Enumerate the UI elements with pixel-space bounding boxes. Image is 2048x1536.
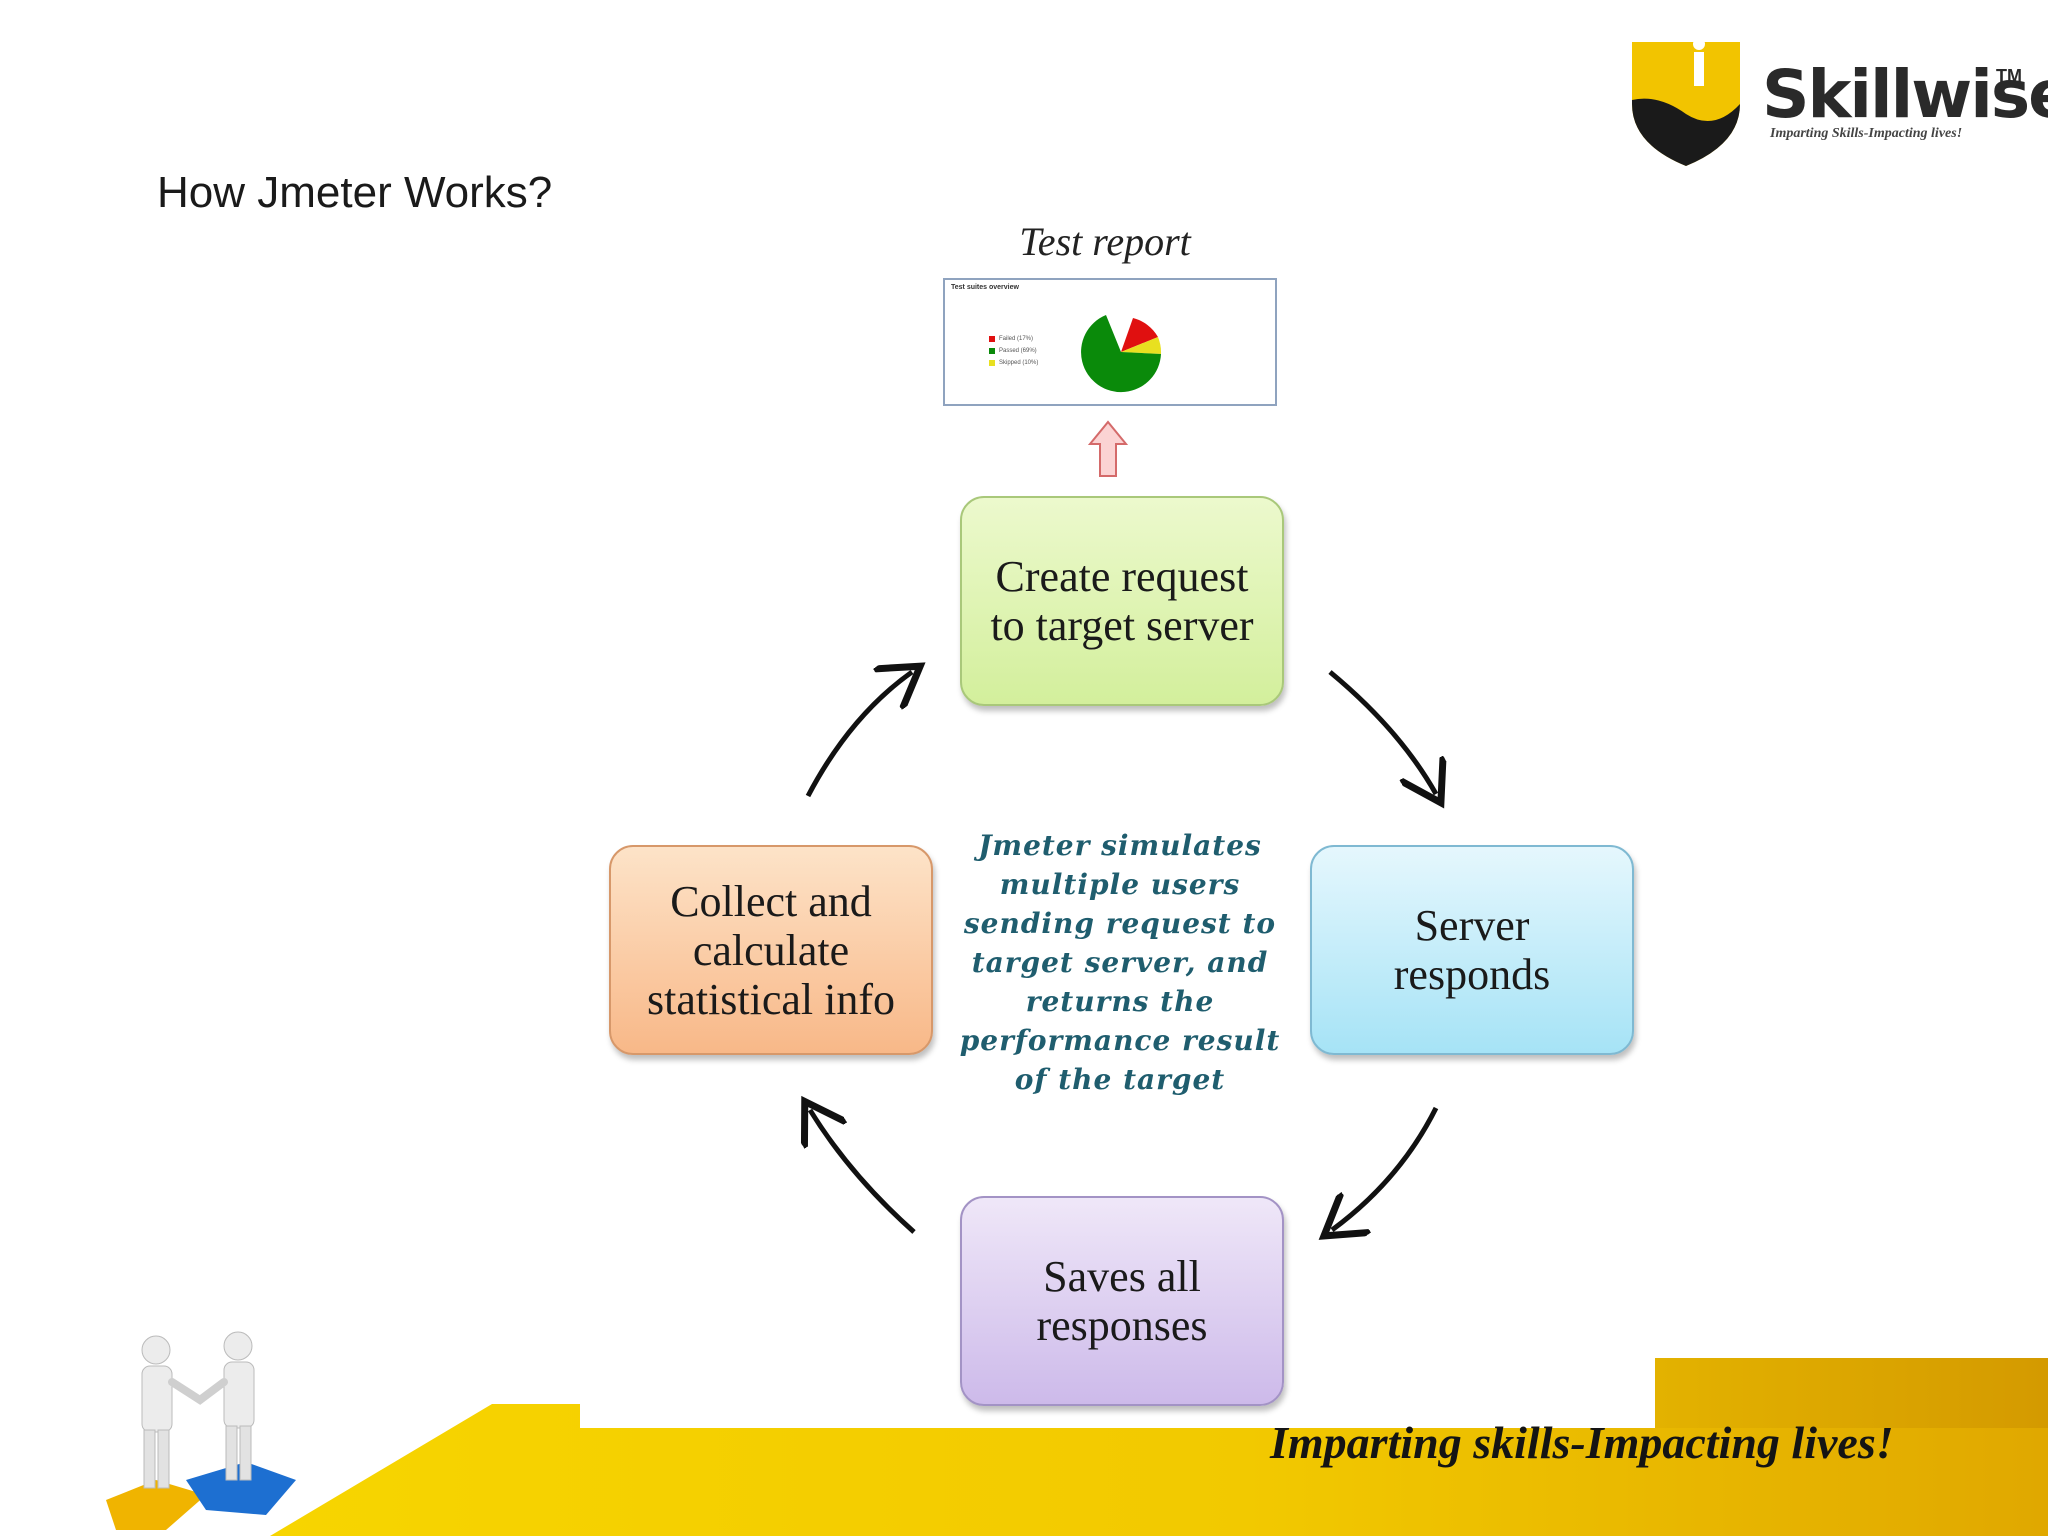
arrow-server-to-saves [1332,1106,1439,1230]
test-report-caption: Test report [1019,219,1191,264]
slide-title: How Jmeter Works? [157,168,553,217]
up-arrow-icon [1088,420,1128,477]
shield-icon [1632,38,1740,166]
step-server-responds: Server responds [1310,845,1634,1055]
legend-swatch [989,360,995,366]
logo-wordmark: Skillwise [1762,56,2048,133]
logo-tagline: Imparting Skills-Impacting lives! [1770,126,1963,141]
legend-swatch [989,348,995,354]
arrow-collect-to-create [805,672,912,798]
legend-label: Failed (17%) [999,336,1034,342]
legend-failed: Failed (17%) [989,336,1033,342]
legend-swatch [989,336,995,342]
arrow-saves-to-collect [810,1110,916,1234]
test-report-thumbnail: Test suites overview Failed (17%) Passed… [943,278,1277,406]
handshake-puzzle-figures-icon [106,1331,296,1530]
legend-label: Skipped (10%) [999,360,1039,366]
footer-tagline: Imparting skills-Impacting lives! [1270,1417,1894,1468]
legend-label: Passed (69%) [999,348,1037,354]
pie-chart-icon [1081,315,1162,393]
step-create-request: Create request to target server [960,496,1284,706]
report-header: Test suites overview [951,284,1019,291]
pie-slice-skipped [1121,337,1162,354]
step-saves-responses: Saves all responses [960,1196,1284,1406]
legend-passed: Passed (69%) [989,348,1037,354]
pie-slice-failed [1121,318,1158,352]
logo-trademark: TM [1996,66,2022,86]
skillwise-logo [1620,30,2030,170]
step-collect-statistics: Collect and calculate statistical info [609,845,933,1055]
center-description: Jmeter simulates multiple users sending … [959,829,1281,1096]
arrow-create-to-server [1328,670,1436,794]
legend-skipped: Skipped (10%) [989,360,1038,366]
pie-slice-passed [1081,315,1161,393]
